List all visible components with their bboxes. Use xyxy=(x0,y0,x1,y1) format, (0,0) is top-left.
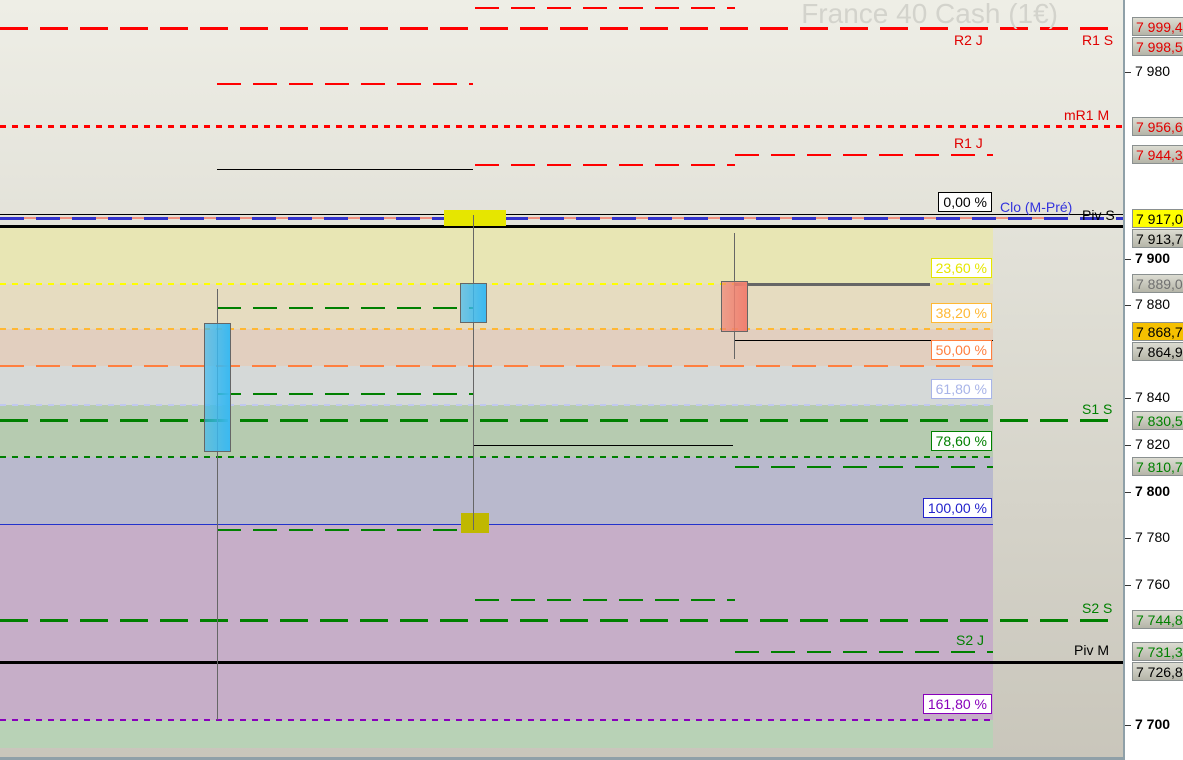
price-box: 7 830,5 xyxy=(1132,410,1183,430)
tick-label: 7 980 xyxy=(1135,63,1171,79)
price-box: 7 998,5 xyxy=(1132,37,1183,57)
piv-m-line xyxy=(0,660,1123,664)
tick-label: 7 900 xyxy=(1135,249,1171,266)
support-line xyxy=(217,306,473,309)
candle-wick xyxy=(472,214,474,530)
price-box: 7 726,8 xyxy=(1132,662,1183,682)
fib-38-line xyxy=(0,328,993,331)
fib-78-line xyxy=(0,455,993,458)
fib-label: 61,80 % xyxy=(930,378,992,399)
fib-zone xyxy=(0,284,993,330)
fib-label: 38,20 % xyxy=(930,303,992,324)
resistance-line xyxy=(475,164,735,167)
price-line xyxy=(217,169,473,171)
level-label: Piv S xyxy=(1082,206,1115,223)
price-line xyxy=(473,444,733,446)
fib-label: 50,00 % xyxy=(930,340,992,361)
resistance-line xyxy=(217,82,473,85)
price-box: 7 913,7 xyxy=(1132,229,1183,249)
close-price-line xyxy=(735,282,930,286)
s1-s-line xyxy=(0,419,1115,423)
tick-mark xyxy=(1125,305,1131,307)
candle-body xyxy=(204,322,231,453)
mr1-m-line xyxy=(0,125,1123,129)
candle-wick xyxy=(216,288,218,721)
support-line xyxy=(217,392,473,395)
s1-j-line xyxy=(735,465,993,468)
fib-label: 0,00 % xyxy=(938,191,992,212)
tick-mark xyxy=(1125,538,1131,540)
tick-label: 7 760 xyxy=(1135,576,1171,593)
tick-mark xyxy=(1125,724,1131,726)
price-box: 7 868,7 xyxy=(1132,321,1183,341)
level-label: R1 J xyxy=(954,135,983,152)
price-box: 7 889,0 xyxy=(1132,274,1183,294)
tick-label: 7 780 xyxy=(1135,529,1171,546)
price-line xyxy=(735,339,993,341)
fib-50-line xyxy=(0,365,993,368)
price-box: 7 999,4 xyxy=(1132,16,1183,36)
fib-zone xyxy=(0,226,993,285)
fib-zone xyxy=(0,329,993,367)
tick-label: 7 700 xyxy=(1135,715,1171,732)
r1-s-line xyxy=(0,27,1115,31)
fib-zone xyxy=(0,404,993,457)
fib-label: 78,60 % xyxy=(930,430,992,451)
support-line xyxy=(217,529,473,531)
fib-zone xyxy=(0,720,993,749)
level-label: R2 J xyxy=(954,31,983,48)
low-marker xyxy=(461,513,489,533)
price-box: 7 956,6 xyxy=(1132,116,1183,136)
s2-j-line xyxy=(735,650,993,653)
level-label: Piv M xyxy=(1074,642,1109,659)
price-box: 7 744,8 xyxy=(1132,610,1183,630)
level-label: S2 S xyxy=(1082,600,1113,617)
support-line xyxy=(475,598,735,601)
tick-mark xyxy=(1125,258,1131,260)
time-axis-border xyxy=(0,757,1123,760)
high-marker xyxy=(444,210,506,226)
fib-zone xyxy=(0,524,993,721)
price-box: 7 864,9 xyxy=(1132,342,1183,362)
tick-mark xyxy=(1125,491,1131,493)
fib-zone xyxy=(0,456,993,525)
fib-0-line xyxy=(0,214,1123,216)
fib-label: 100,00 % xyxy=(922,498,992,519)
s2-s-line xyxy=(0,618,1115,622)
r1-j-line xyxy=(735,154,993,157)
fib-label: 23,60 % xyxy=(930,258,992,279)
tick-mark xyxy=(1125,585,1131,587)
level-label: mR1 M xyxy=(1064,106,1110,123)
price-box: 7 944,3 xyxy=(1132,145,1183,165)
tick-label: 7 880 xyxy=(1135,296,1171,313)
level-label: R1 S xyxy=(1082,31,1114,48)
chart-area[interactable]: France 40 Cash (1€) R2 J R1 S mR1 M R1 J Clo… xyxy=(0,0,1123,757)
tick-label: 7 800 xyxy=(1135,482,1171,499)
level-label: S1 S xyxy=(1082,400,1113,417)
clo-m-pre-line xyxy=(0,217,1123,221)
fib-61-line xyxy=(0,403,993,406)
candle-body xyxy=(460,283,487,323)
tick-mark xyxy=(1125,398,1131,400)
resistance-line xyxy=(475,7,735,10)
price-box: 7 917,0 xyxy=(1132,208,1183,228)
tick-mark xyxy=(1125,72,1131,73)
tick-label: 7 820 xyxy=(1135,436,1171,453)
fib-zone xyxy=(0,366,993,405)
fib-100-line xyxy=(0,523,993,525)
price-box: 7 731,3 xyxy=(1132,641,1183,661)
piv-s-line xyxy=(0,225,1123,229)
tick-mark xyxy=(1125,445,1131,447)
tick-label: 7 840 xyxy=(1135,389,1171,406)
price-box: 7 810,7 xyxy=(1132,456,1183,476)
level-label: Clo (M-Pré) xyxy=(1000,198,1073,215)
candle-body xyxy=(721,280,748,332)
fib-label: 161,80 % xyxy=(922,694,992,715)
level-label: S2 J xyxy=(956,631,985,648)
price-axis[interactable]: 7 980 7 900 7 880 7 840 7 820 7 800 7 780 7 760… xyxy=(1123,0,1183,760)
instrument-title: France 40 Cash (1€) xyxy=(801,0,1058,29)
fib-161-line xyxy=(0,719,993,722)
fib-23-line xyxy=(0,283,993,286)
